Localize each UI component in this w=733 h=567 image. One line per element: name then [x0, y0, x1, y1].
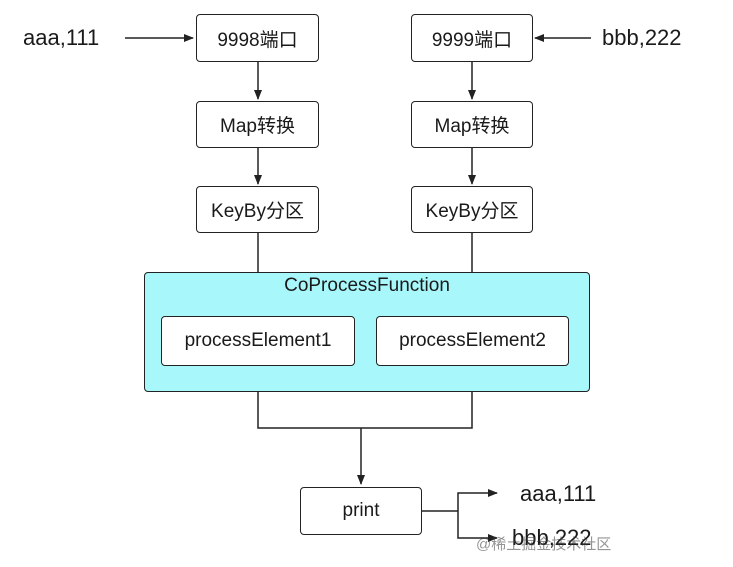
process-element1-node: processElement1	[161, 316, 355, 366]
right-source-node: 9999端口	[411, 14, 533, 62]
right-keyby-node: KeyBy分区	[411, 186, 533, 233]
arrow-output-2	[457, 511, 498, 542]
output-label-2: bbb,222	[512, 525, 592, 550]
left-keyby-node: KeyBy分区	[196, 186, 319, 233]
merge-line	[257, 366, 473, 429]
output-label-1: aaa,111	[520, 481, 597, 506]
right-map-node: Map转换	[411, 101, 533, 148]
process-element2-node: processElement2	[376, 316, 569, 366]
watermark-text: @稀土掘金技术社区	[476, 536, 612, 553]
print-sink-node: print	[300, 487, 422, 535]
left-input-label: aaa,111	[23, 25, 100, 50]
left-source-node: 9998端口	[196, 14, 319, 62]
left-map-node: Map转换	[196, 101, 319, 148]
right-input-label: bbb,222	[602, 25, 682, 50]
coprocess-function-title: CoProcessFunction	[284, 275, 450, 296]
arrow-output-1	[457, 489, 498, 511]
